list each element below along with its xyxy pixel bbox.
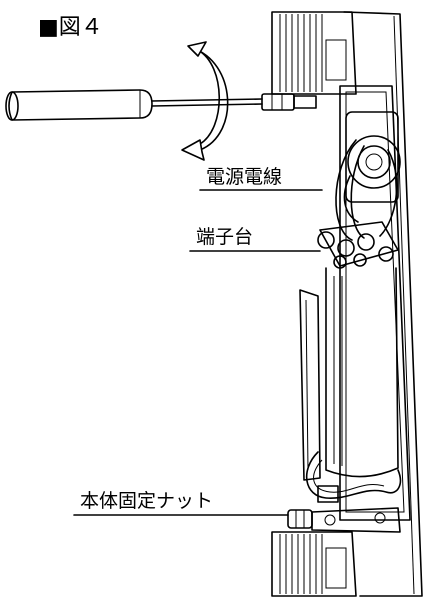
bottom-bracket — [271, 531, 357, 597]
side-cover — [343, 11, 423, 597]
body-nut — [287, 507, 401, 533]
upper-compartment — [335, 111, 401, 241]
screwdriver — [5, 89, 317, 121]
label-power-wire: 電源電線 — [206, 166, 282, 188]
label-body-nut: 本体固定ナット — [80, 490, 213, 512]
callout-terminal-block: 端子台 — [189, 226, 321, 252]
bottom-wiring — [305, 451, 402, 503]
callout-body-nut: 本体固定ナット — [73, 490, 289, 516]
callout-power-wire: 電源電線 — [199, 166, 323, 191]
screwdriver-handle — [5, 89, 153, 121]
top-bracket — [271, 11, 357, 95]
bolt-head — [261, 93, 317, 111]
figure-title: ■図４ — [38, 15, 103, 40]
screwdriver-shaft — [151, 98, 263, 107]
terminal-block — [317, 221, 399, 269]
cylinder-component — [299, 267, 399, 481]
label-terminal-block: 端子台 — [196, 226, 253, 248]
device-housing — [271, 11, 423, 597]
rotation-arrow-icon — [181, 41, 229, 161]
